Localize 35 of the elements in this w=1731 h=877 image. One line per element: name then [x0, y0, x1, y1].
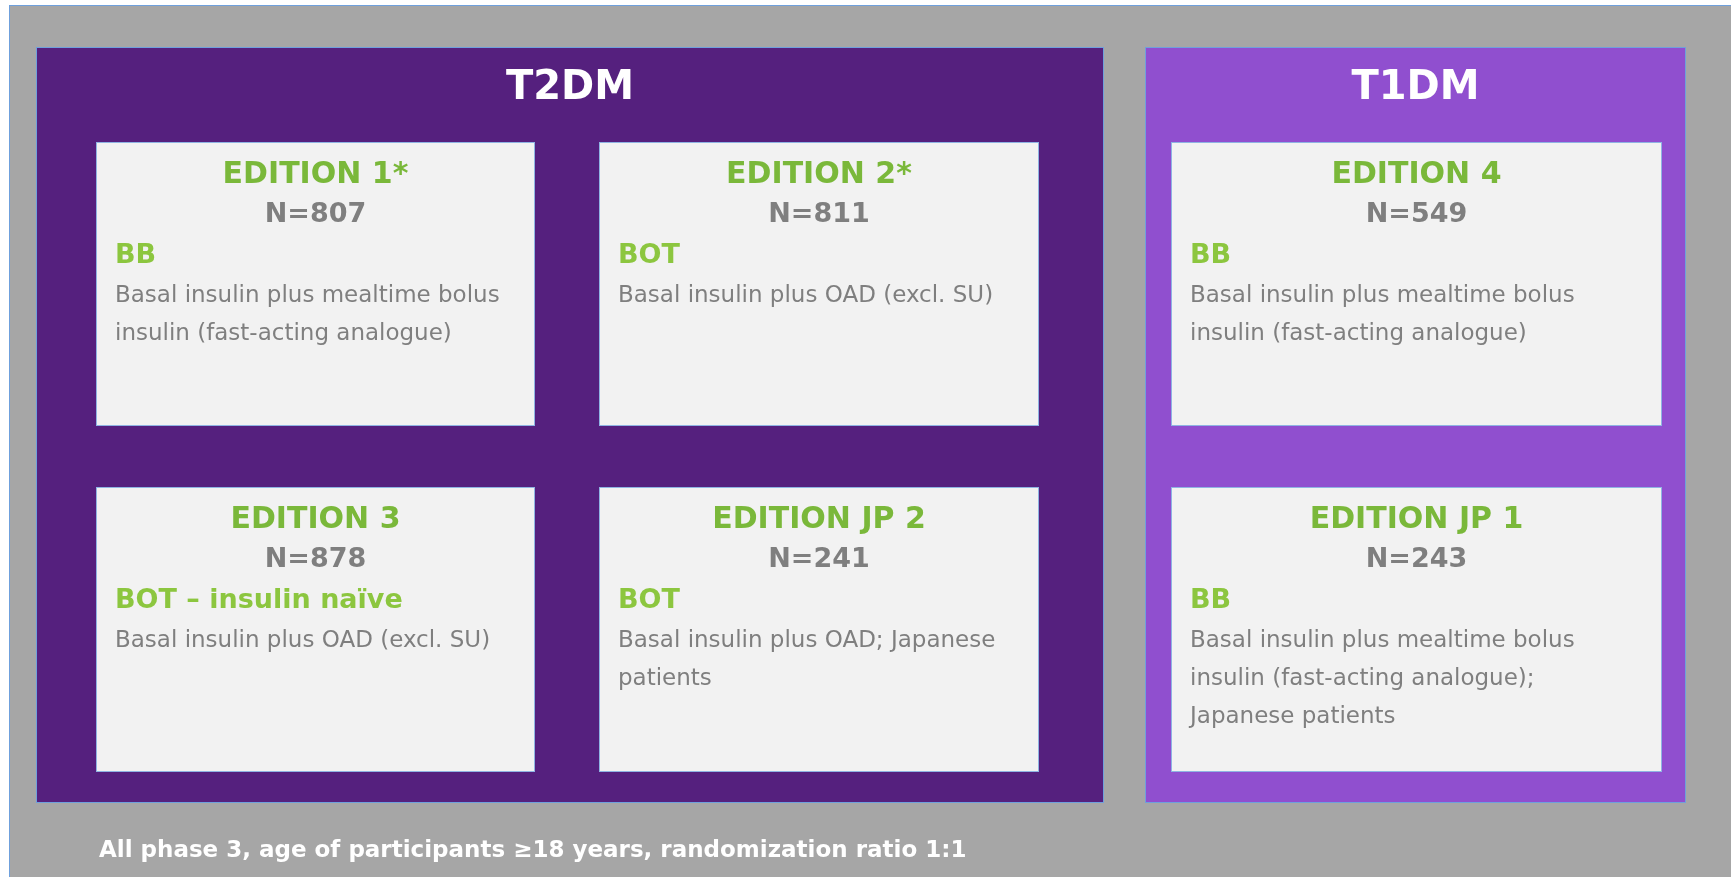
regimen-description: Basal insulin plus OAD (excl. SU): [618, 280, 995, 309]
group-panel: [1145, 47, 1686, 803]
sample-size: N=878: [263, 541, 368, 575]
regimen-description: Basal insulin plus OAD; Japanese patients: [618, 625, 997, 692]
trial-card: [1171, 142, 1662, 426]
sample-size: N=241: [767, 541, 871, 575]
trial-card: [599, 487, 1039, 772]
regimen-description: Basal insulin plus mealtime bolus insulin (fast-acting analogue): [1190, 280, 1576, 347]
regimen-label: BOT: [618, 582, 681, 616]
trial-card: [599, 142, 1039, 426]
sample-size: N=811: [767, 196, 871, 230]
group-title: T2DM: [504, 62, 636, 108]
trial-card: [96, 487, 535, 772]
regimen-label: BOT: [618, 237, 681, 271]
sample-size: N=807: [263, 196, 368, 230]
trial-name: EDITION JP 1: [1308, 499, 1525, 537]
regimen-label: BB: [1190, 582, 1233, 616]
regimen-label: BB: [1190, 237, 1233, 271]
trial-card: [96, 142, 535, 426]
footnote: All phase 3, age of participants ≥18 years, randomization ratio 1:1: [99, 836, 967, 862]
regimen-label: BB: [115, 237, 158, 271]
trial-name: EDITION 4: [1330, 154, 1503, 192]
regimen-description: Basal insulin plus OAD (excl. SU): [115, 625, 492, 654]
sample-size: N=243: [1364, 541, 1469, 575]
regimen-description: Basal insulin plus mealtime bolus insulin (fast-acting analogue); Japanese patients: [1190, 625, 1576, 730]
sample-size: N=549: [1364, 196, 1469, 230]
regimen-label: BOT – insulin naïve: [115, 582, 404, 616]
group-title: T1DM: [1350, 62, 1481, 108]
trial-card: [1171, 487, 1662, 772]
trial-name: EDITION 2*: [725, 154, 913, 192]
trial-name: EDITION 1*: [221, 154, 410, 192]
trial-name: EDITION 3: [229, 499, 402, 537]
trial-name: EDITION JP 2: [711, 499, 927, 537]
regimen-description: Basal insulin plus mealtime bolus insulin (fast-acting analogue): [115, 280, 501, 347]
group-panel: [36, 47, 1104, 803]
